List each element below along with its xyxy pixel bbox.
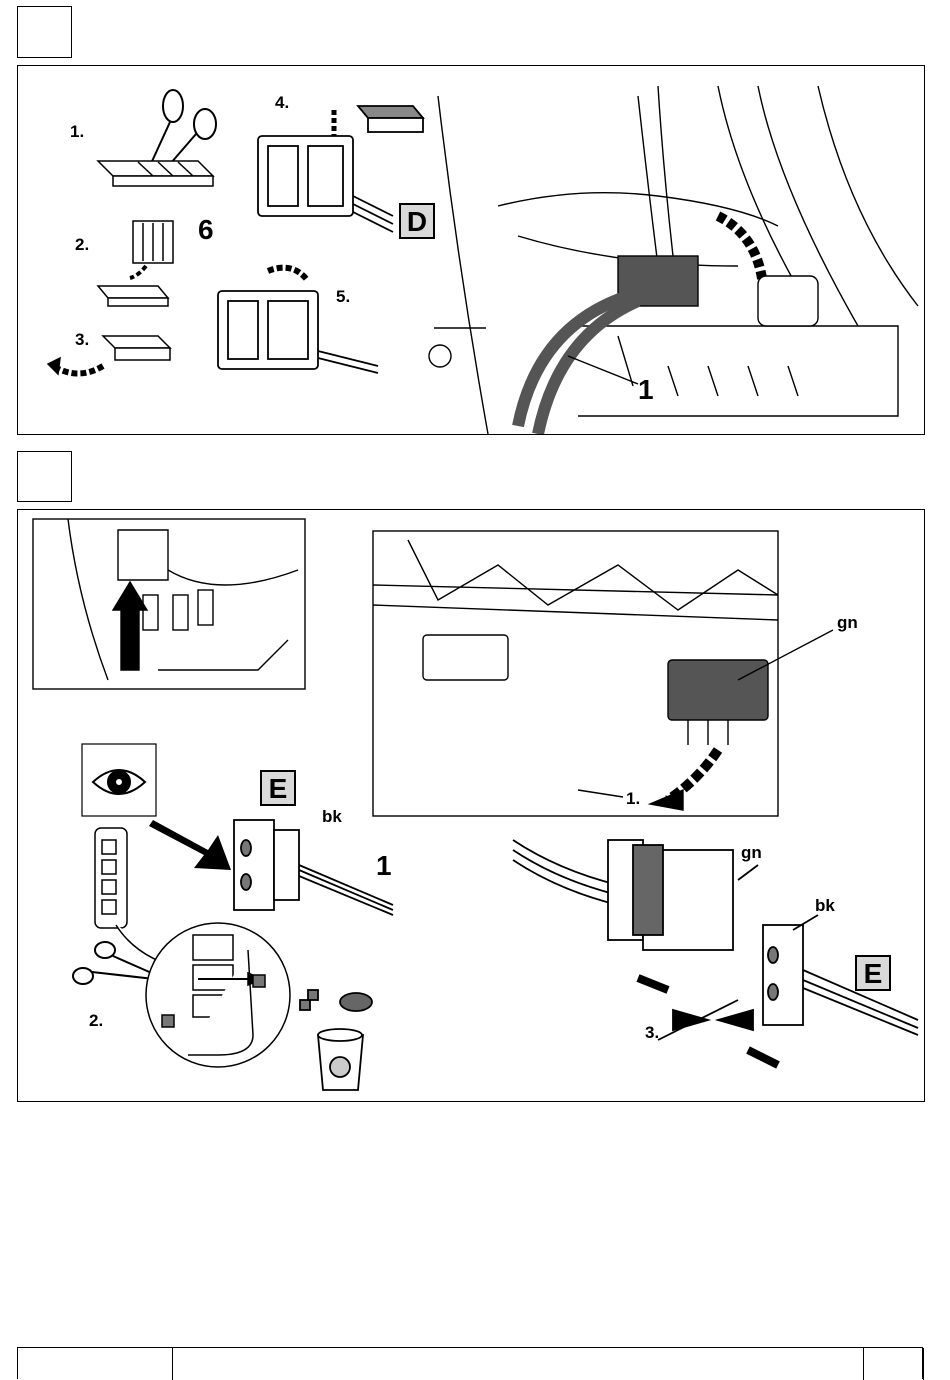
footer-cell-1	[18, 1348, 173, 1380]
velcro-square-icon	[48, 336, 170, 374]
color-label-bk-left: bk	[322, 808, 342, 825]
color-label-gn: gn	[741, 844, 762, 861]
callout-1-top: 1	[638, 376, 654, 404]
vehicle-harness-drawing	[429, 86, 918, 434]
top-illustration-panel: 1. 2. 3. 4. 5. 6 D 1	[17, 65, 925, 435]
step-label-3: 3.	[75, 331, 89, 348]
color-label-bk-right: bk	[815, 897, 835, 914]
color-label-gn-inset: gn	[837, 614, 858, 631]
connector-e-icon	[234, 820, 393, 915]
callout-1-bottom: 1	[376, 852, 392, 880]
top-illustration	[18, 66, 924, 434]
connector-tag-d: D	[399, 203, 435, 239]
connector-tag-e-left: E	[260, 770, 296, 806]
arrow-icon	[149, 820, 231, 870]
step-box-bottom	[17, 451, 72, 502]
bottom-illustration	[18, 510, 924, 1101]
step-label-4: 4.	[275, 94, 289, 111]
footwell-inset	[33, 519, 305, 689]
footer-cell-3	[864, 1348, 924, 1380]
part-number-6: 6	[198, 216, 214, 244]
connector-icon-2	[218, 268, 378, 373]
trash-bin-icon	[300, 990, 372, 1090]
detail-circle	[146, 923, 290, 1067]
step-label-2-bottom: 2.	[89, 1012, 103, 1029]
step-label-5: 5.	[336, 288, 350, 305]
step-box-top	[17, 6, 72, 58]
velcro-strip-icon	[98, 161, 213, 186]
step-label-1: 1.	[70, 123, 84, 140]
step-label-3-bottom: 3.	[645, 1024, 659, 1041]
page-footer	[17, 1347, 923, 1379]
velcro-pad-icon	[98, 221, 173, 306]
bottom-illustration-panel: E bk 1 2. gn 1. gn bk E 3.	[17, 509, 925, 1102]
eye-icon	[82, 744, 156, 816]
step-label-1-bottom: 1.	[626, 790, 640, 807]
connector-tag-e-right: E	[855, 955, 891, 991]
footer-cell-2	[173, 1348, 864, 1380]
obd-port-inset	[373, 531, 833, 816]
step-label-2: 2.	[75, 236, 89, 253]
connector-assembly-gn-bk	[513, 840, 918, 1065]
